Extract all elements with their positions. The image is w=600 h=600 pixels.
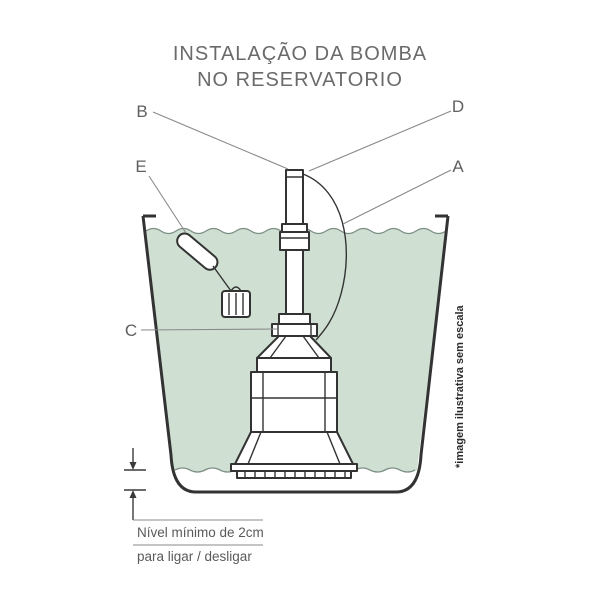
pump-strainer [236, 470, 352, 479]
float-weight-handle [230, 286, 242, 292]
skirt-seam-right [326, 431, 341, 465]
float-weight-slots [228, 293, 244, 315]
float-capsule [176, 232, 219, 271]
dimension-arrowhead-up [129, 490, 137, 498]
reservoir-tank [141, 214, 450, 494]
side-note: *imagem ilustrativa sem escala [454, 304, 466, 468]
title-line-2: NO RESERVATORIO [197, 69, 403, 91]
cone-seam-left [269, 335, 287, 359]
skirt-seam-left [247, 431, 262, 465]
title-line-1: INSTALAÇÃO DA BOMBA [173, 41, 427, 65]
leader-line-c [140, 328, 278, 331]
leader-line-e [148, 175, 187, 234]
leader-line-a [342, 169, 452, 225]
callout-e: E [135, 157, 146, 176]
outlet-flange-upper [278, 313, 311, 325]
discharge-pipe [279, 169, 310, 315]
callout-labels: B D E A C [125, 97, 464, 340]
leader-line-d [308, 110, 452, 172]
callout-a: A [452, 157, 464, 176]
power-cable [302, 173, 347, 341]
outlet-flange-lower [271, 323, 318, 337]
pipe-coupling-top [281, 223, 308, 233]
callout-b: B [136, 102, 147, 121]
cone-seam-right [302, 335, 320, 359]
pump-skirt [234, 431, 354, 465]
submersible-pump [230, 313, 358, 479]
casing-seams [251, 372, 337, 432]
pipe-union-nut [279, 231, 310, 251]
tank-wall [141, 215, 450, 494]
float-cable [212, 265, 232, 292]
minimum-level-note: Nível mínimo de 2cm para ligar / desliga… [133, 519, 264, 564]
float-switch [176, 232, 251, 318]
leader-lines [140, 110, 452, 331]
note-line-1: Nível mínimo de 2cm [137, 525, 264, 540]
pump-casing [250, 371, 338, 433]
strainer-slots [244, 472, 346, 477]
pump-base-plate [230, 463, 358, 472]
callout-c: C [125, 321, 137, 340]
dimension-arrowhead-down [129, 462, 137, 470]
leader-line-b [152, 111, 289, 170]
note-line-2: para ligar / desligar [137, 549, 252, 564]
page-title: INSTALAÇÃO DA BOMBA NO RESERVATORIO [173, 41, 427, 91]
level-dimension [124, 448, 146, 520]
pump-upper-band [256, 357, 332, 373]
callout-d: D [452, 97, 464, 116]
